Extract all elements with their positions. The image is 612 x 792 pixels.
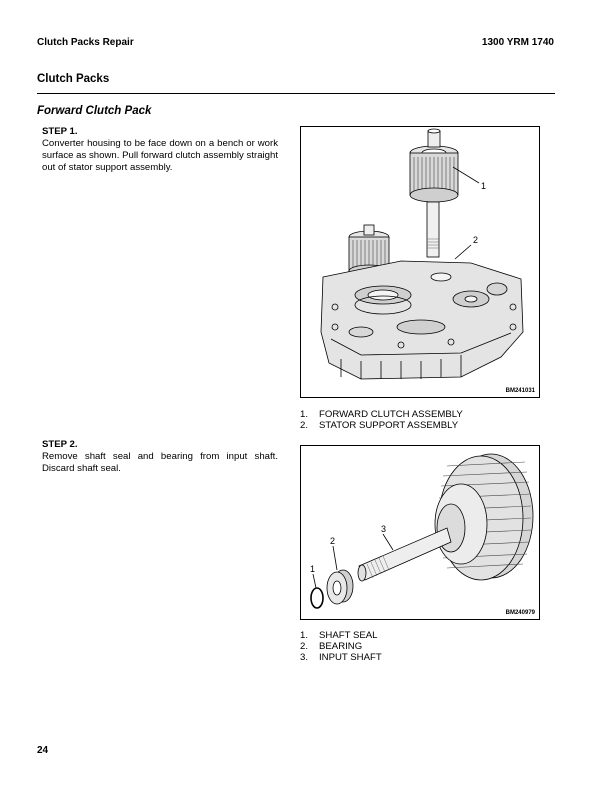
step-2: STEP 2. Remove shaft seal and bearing fr… [42, 439, 278, 475]
figure-2-id: BM240979 [505, 610, 535, 616]
legend-item: 3.INPUT SHAFT [300, 652, 382, 663]
figure-2-legend: 1.SHAFT SEAL 2.BEARING 3.INPUT SHAFT [300, 630, 540, 663]
legend-item: 1.FORWARD CLUTCH ASSEMBLY [300, 409, 463, 420]
section-divider [37, 93, 555, 94]
running-header-title: Clutch Packs Repair [37, 37, 134, 48]
figure-2-callout-3: 3 [381, 524, 386, 534]
step-1: STEP 1. Converter housing to be face dow… [42, 126, 278, 174]
subsection-title: Forward Clutch Pack [37, 105, 152, 117]
legend-item: 2.STATOR SUPPORT ASSEMBLY [300, 420, 459, 431]
figure-shaft-seal-bearing: 1 2 3 BM240979 [300, 445, 540, 620]
step-2-heading: STEP 2. [42, 439, 78, 450]
step-1-heading: STEP 1. [42, 126, 78, 137]
figure-2-callout-2: 2 [330, 536, 335, 546]
step-1-text: Converter housing to be face down on a b… [42, 138, 278, 173]
running-header-doc-number: 1300 YRM 1740 [481, 37, 554, 48]
page-number: 24 [37, 745, 49, 756]
figure-1-id: BM241031 [505, 388, 535, 394]
legend-item: 1.SHAFT SEAL [300, 630, 378, 641]
section-title: Clutch Packs [37, 73, 110, 85]
figure-1-callout-2: 2 [473, 235, 478, 245]
input-shaft-illustration: 1 2 3 [310, 453, 534, 609]
figure-1-legend: 1.FORWARD CLUTCH ASSEMBLY 2.STATOR SUPPO… [300, 409, 540, 431]
figure-2-callout-1: 1 [310, 564, 315, 574]
step-2-text: Remove shaft seal and bearing from input… [42, 451, 278, 474]
forward-clutch-illustration: 1 2 [320, 128, 524, 380]
legend-item: 2.BEARING [300, 641, 363, 652]
figure-forward-clutch-removal: 1 2 BM241031 [300, 126, 540, 398]
figure-1-callout-1: 1 [481, 181, 486, 191]
